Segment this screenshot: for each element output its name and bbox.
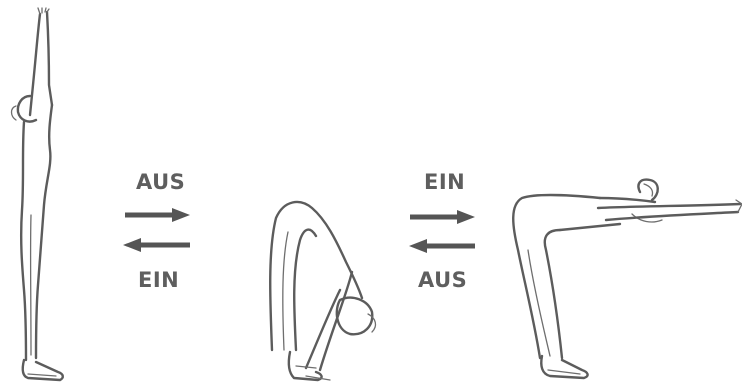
right-arrowhead-icon [172,208,190,222]
transition-2-bottom-label: AUS [418,268,467,292]
transition-2-arrows [409,210,475,253]
forward-fold-figure [270,202,375,380]
transition-1-arrows [123,208,190,252]
right-arrowhead-icon [457,210,475,224]
half-forward-bend-figure [513,180,742,378]
transition-1-top-label: AUS [136,170,185,194]
transition-1-bottom-label: EIN [138,268,179,292]
left-arrowhead-icon [409,239,427,253]
transition-2-top-label: EIN [424,170,465,194]
standing-arms-raised-figure [12,8,63,380]
left-arrowhead-icon [123,238,141,252]
